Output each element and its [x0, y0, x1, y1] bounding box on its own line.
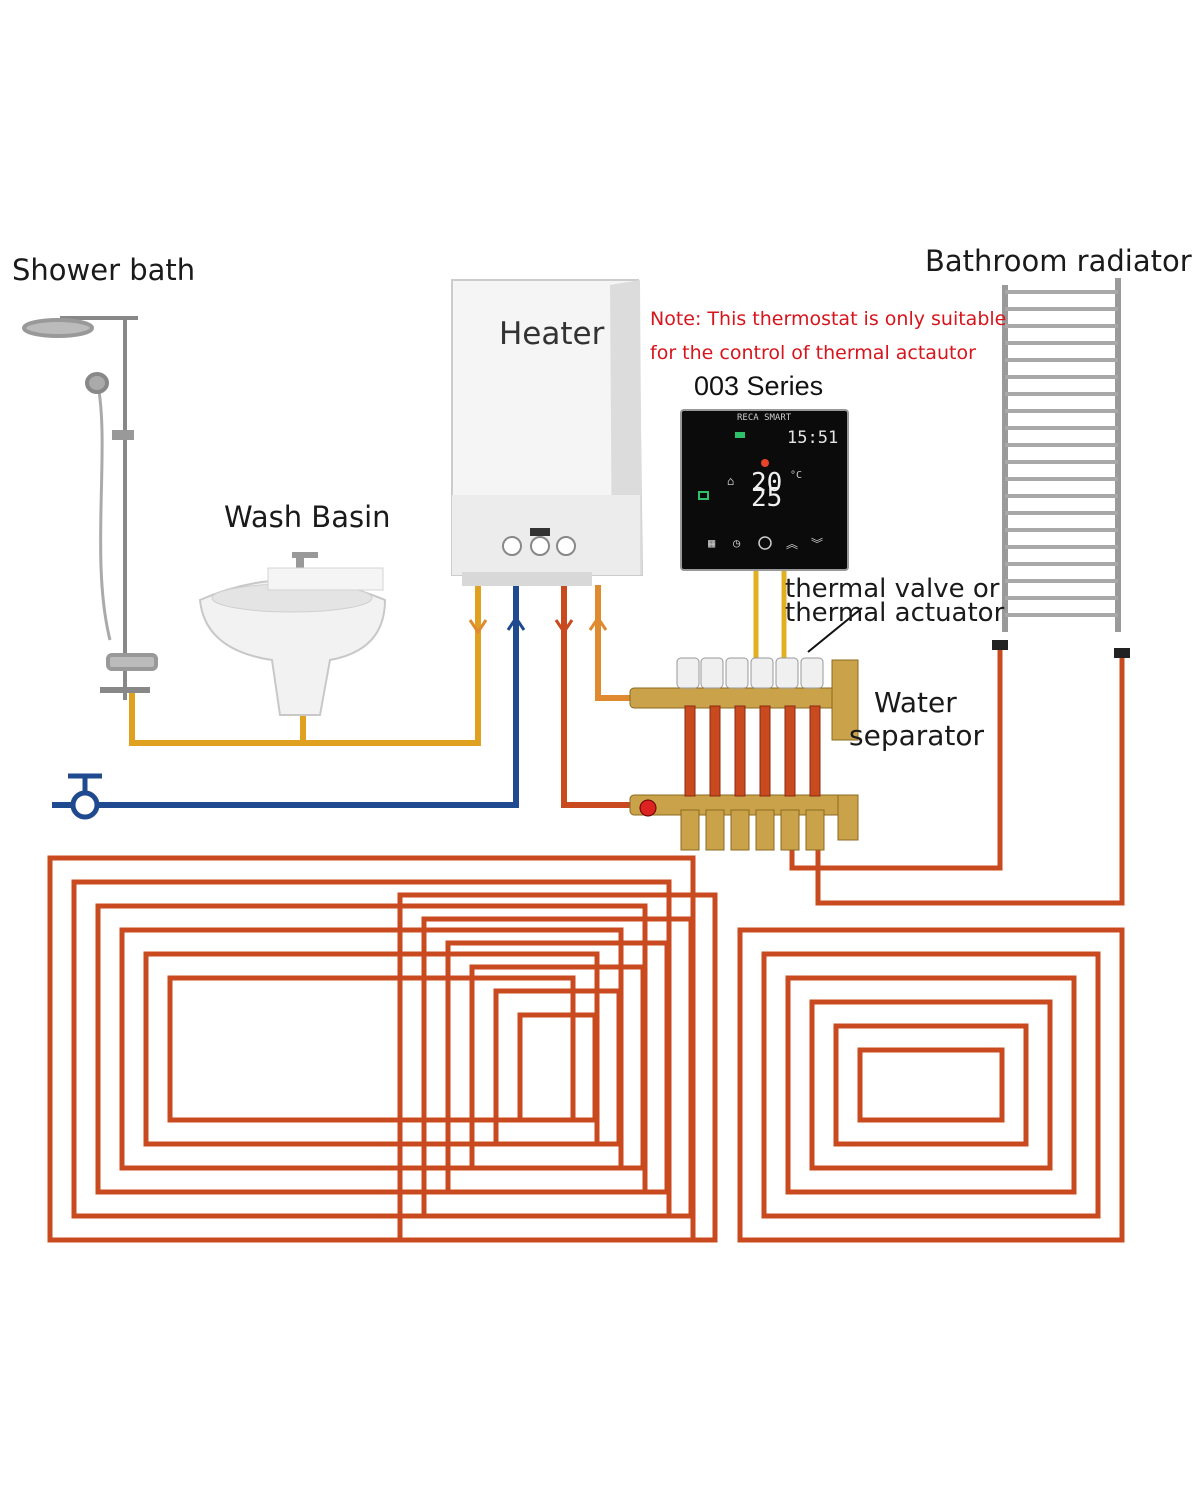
- manifold-riser-5: [784, 705, 796, 797]
- flow-arrows: [468, 615, 608, 635]
- radiator-valves: [992, 640, 1130, 658]
- thermostat-room-temp: 20: [751, 468, 783, 498]
- note-line1: Note: This thermostat is only suitable: [650, 308, 1007, 330]
- floor-loop-3-ring-5: [833, 1023, 1029, 1147]
- floor-loop-3-ring-3: [785, 975, 1077, 1195]
- thermostat-temp-unit: °C: [790, 470, 803, 481]
- cold-water-pipe: [52, 585, 519, 808]
- floor-loop-2-ring-1: [397, 892, 718, 1243]
- floor-loop-3-ring-1: [737, 927, 1125, 1243]
- separator-label-line2: separator: [849, 719, 985, 752]
- manifold-outlet-3: [730, 809, 750, 851]
- floor-loop-1-ring-3: [95, 903, 648, 1195]
- shower-illustration: [22, 316, 158, 700]
- floor-loop-2-ring-2: [421, 916, 694, 1219]
- thermostat-set-temp: 25: [751, 483, 783, 513]
- heater-return-pipe: [595, 585, 630, 701]
- actuator-head-3: [725, 657, 749, 689]
- floor-loop-2-ring-5: [493, 988, 622, 1147]
- actuator-head-1: [676, 657, 700, 689]
- thermostat-menu-icon[interactable]: ▦: [708, 536, 716, 550]
- manifold-ports: [680, 705, 825, 851]
- thermostat-down-icon[interactable]: ︾: [811, 537, 824, 551]
- heater-flow-pipe: [561, 585, 630, 808]
- floor-loop-2-ring-6: [517, 1012, 598, 1123]
- separator-label-line1: Water: [874, 686, 957, 719]
- floor-loop-1-ring-5: [143, 951, 600, 1147]
- actuator-label-line2: thermal actuator: [785, 598, 1005, 628]
- manifold-outlet-1: [680, 809, 700, 851]
- wash-basin-illustration: [198, 552, 387, 716]
- thermostat-brand: RECA SMART: [737, 413, 792, 423]
- radiator-label: Bathroom radiator: [925, 244, 1192, 278]
- bathroom-radiator-illustration: [1002, 278, 1121, 632]
- floor-loop-3-ring-4: [809, 999, 1053, 1171]
- wash-basin-label: Wash Basin: [224, 500, 391, 534]
- actuator-head-5: [775, 657, 799, 689]
- floor-loop-2-ring-3: [445, 940, 670, 1195]
- warm-water-pipe: [129, 585, 481, 746]
- actuator-label-line1: thermal valve or: [785, 574, 1000, 604]
- actuator-head-4: [750, 657, 774, 689]
- thermostat-series-label: 003 Series: [694, 371, 824, 401]
- manifold-outlet-4: [755, 809, 775, 851]
- manifold-outlet-6: [805, 809, 825, 851]
- manifold-outlet-5: [780, 809, 800, 851]
- manifold-riser-4: [759, 705, 771, 797]
- floor-loop-2-ring-4: [469, 964, 646, 1171]
- floor-heating-loops: [47, 855, 1125, 1243]
- shower-label: Shower bath: [12, 253, 196, 287]
- thermostat-clock-icon[interactable]: ◷: [733, 536, 741, 550]
- thermostat-lock-icon: ⌂: [727, 474, 735, 488]
- note-line2: for the control of thermal actautor: [650, 342, 976, 364]
- floor-loop-3-ring-6: [857, 1047, 1005, 1123]
- manifold-outlet-2: [705, 809, 725, 851]
- thermostat-wires: [753, 570, 787, 660]
- manifold-riser-1: [684, 705, 696, 797]
- floor-loop-1-ring-6: [167, 975, 576, 1123]
- manifold-riser-3: [734, 705, 746, 797]
- cold-water-tap-icon: [68, 773, 102, 820]
- thermostat-time: 15:51: [787, 428, 839, 448]
- manifold-riser-6: [809, 705, 821, 797]
- manifold-riser-2: [709, 705, 721, 797]
- thermostat-device: [680, 409, 849, 571]
- actuator-pointer-line: [807, 607, 863, 653]
- actuator-head-6: [800, 657, 824, 689]
- thermostat-up-icon[interactable]: ︽: [786, 537, 799, 551]
- actuator-head-2: [700, 657, 724, 689]
- floor-loop-3-ring-2: [761, 951, 1101, 1219]
- heater-boiler-illustration: [451, 279, 644, 586]
- heater-label: Heater: [499, 316, 605, 352]
- thermal-actuators: [676, 657, 824, 689]
